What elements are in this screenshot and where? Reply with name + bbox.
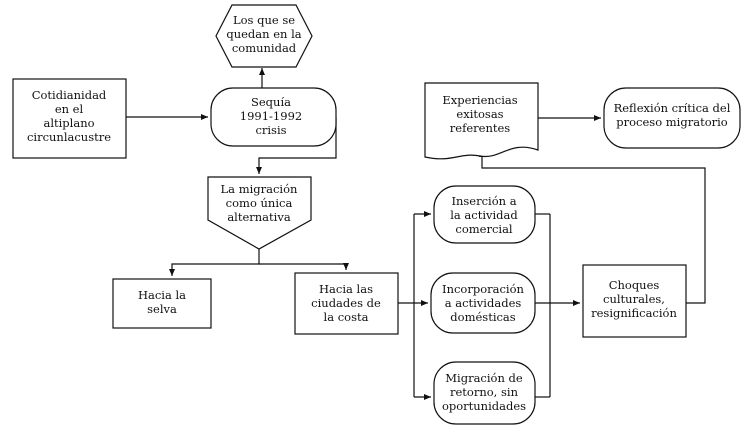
- label-line: Reflexión crítica del: [614, 101, 731, 115]
- node-reflexion: Reflexión crítica del proceso migratorio: [603, 87, 741, 149]
- node-insercion: Inserción a la actividad comercial: [433, 185, 536, 244]
- label-line: Hacia la: [138, 288, 186, 302]
- label-line: quedan en la: [226, 27, 301, 41]
- node-migracion: La migración como única alternativa: [207, 176, 312, 250]
- label-line: a actividades: [445, 296, 522, 310]
- arrow-choques-to-experiencias: [479, 150, 706, 304]
- node-incorporacion: Incorporación a actividades domésticas: [430, 272, 536, 334]
- label-line: resignificación: [591, 306, 677, 320]
- label-line: La migración: [221, 182, 298, 196]
- label-line: en el: [55, 102, 84, 116]
- label-line: Hacia las: [319, 282, 373, 296]
- label-line: la actividad: [450, 208, 518, 222]
- label-line: comercial: [455, 222, 513, 236]
- label-line: alternativa: [227, 210, 291, 224]
- label-line: selva: [147, 302, 177, 316]
- arrow-sequia-to-migracion: [256, 117, 337, 174]
- node-selva: Hacia la selva: [112, 278, 212, 329]
- label-line: ciudades de: [311, 296, 381, 310]
- arrow-migracion-to-selva: [169, 249, 260, 276]
- label-line: crisis: [255, 123, 286, 137]
- node-cotidianidad: Cotidianidad en el altiplano circunlacus…: [12, 78, 127, 159]
- label-line: como única: [226, 196, 293, 210]
- label-line: domésticas: [450, 310, 515, 324]
- connectors: [126, 68, 706, 400]
- label-line: la costa: [324, 310, 369, 324]
- arrow-migracion-to-ciudades: [259, 263, 349, 270]
- label-line: Experiencias: [442, 93, 517, 107]
- label-line: Choques: [609, 278, 660, 292]
- label-line: 1991-1992: [240, 109, 302, 123]
- node-sequia: Sequía 1991-1992 crisis: [210, 87, 337, 147]
- node-ciudades: Hacia las ciudades de la costa: [294, 272, 399, 335]
- label-line: culturales,: [603, 292, 665, 306]
- label-line: Sequía: [251, 95, 291, 109]
- label-line: Los que se: [233, 13, 295, 27]
- label-line: Inserción a: [451, 194, 516, 208]
- label-line: referentes: [450, 121, 511, 135]
- label-line: comunidad: [232, 41, 297, 55]
- label-line: Incorporación: [442, 282, 524, 296]
- label-line: Migración de: [445, 371, 523, 385]
- node-experiencias: Experiencias exitosas referentes: [424, 82, 539, 160]
- node-choques: Choques culturales, resignificación: [582, 264, 687, 338]
- label-line: exitosas: [456, 107, 503, 121]
- label-line: retorno, sin: [450, 385, 519, 399]
- label-line: circunlacustre: [27, 130, 111, 144]
- node-los-que-se-quedan: Los que se quedan en la comunidad: [215, 4, 313, 68]
- label-line: Cotidianidad: [32, 88, 107, 102]
- label-line: proceso migratorio: [616, 115, 728, 129]
- label-line: altiplano: [43, 116, 94, 130]
- label-line: oportunidades: [442, 399, 526, 413]
- node-retorno: Migración de retorno, sin oportunidades: [433, 361, 536, 425]
